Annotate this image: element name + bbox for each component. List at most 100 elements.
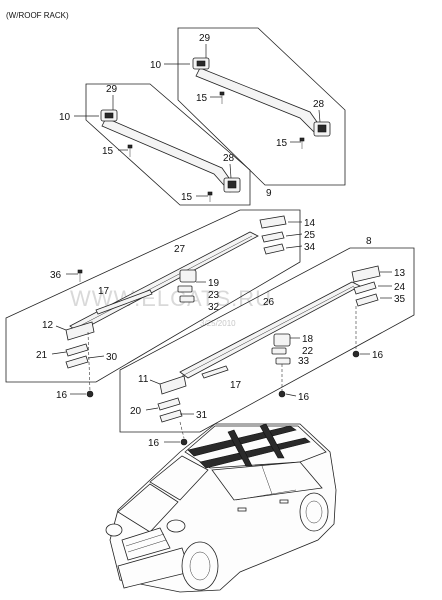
end-cap-11 [159,375,187,395]
crossbar-assembly-lower [74,83,251,206]
pad-22 [271,347,287,355]
side-rail-assembly-8 [119,247,415,446]
dash-line-9 [87,331,91,393]
clip-16d [180,438,188,446]
callout-36: 36 [50,270,62,281]
callout-16b: 16 [372,350,384,361]
callout-10a: 10 [150,60,162,71]
leader-28b [229,163,232,179]
foot-rear-lower-clamp [227,180,237,189]
leader-12 [55,325,67,331]
watermark-date: 3/25/2010 [200,319,236,328]
callout-10b: 10 [59,112,71,123]
side-rail-box-9 [5,209,301,383]
crossbar-assembly-upper [164,27,346,186]
side-rail-bar-8-edge [181,285,355,377]
end-cap-14 [259,215,287,229]
dash-line-8b [179,421,185,439]
leader-34 [285,245,303,249]
leader-16c [285,393,297,397]
suv-headlight-left [105,523,123,537]
callout-15d: 15 [181,192,193,203]
callout-13: 13 [394,268,406,279]
pad-32 [179,295,195,303]
foot-front-upper-clamp [196,60,206,67]
suv-roof-rail-right [199,437,311,469]
callout-26: 26 [263,297,275,308]
side-rail-assembly-9 [5,209,303,398]
leader-30 [87,355,105,359]
callout-29b: 29 [106,84,118,95]
suv-front-hubcap [189,551,211,581]
suv-door-handle [279,499,289,504]
suv-crossbar-rear [259,423,285,459]
callout-16a: 16 [56,390,68,401]
bolt-icon [299,137,305,149]
pad-31 [159,409,183,423]
callout-18: 18 [302,334,314,345]
callout-11: 11 [138,374,149,385]
diagram-title: (W/ROOF RACK) [6,11,69,20]
suv-front-wheel [181,541,219,591]
callout-35: 35 [394,294,406,305]
rail-support-18 [273,333,291,347]
callout-12: 12 [42,320,54,331]
leader-28a [318,109,321,123]
suv-grille-slat [125,533,165,547]
pad-24 [353,281,377,295]
callout-16c: 16 [298,392,310,403]
callout-17a: 17 [98,286,110,297]
callout-15a: 15 [196,93,208,104]
suv-rear-hubcap [305,500,323,524]
callout-22: 22 [302,346,314,357]
side-rail-bar-9-edge [71,235,253,331]
suv-door-line [235,489,297,501]
callout-29a: 29 [199,33,211,44]
suv-grille-slat [127,539,167,553]
callout-30: 30 [106,352,118,363]
rail-support-19 [179,269,197,283]
callout-32: 32 [208,302,220,313]
crossbar-bar-lower [101,117,237,193]
callout-25: 25 [304,230,316,241]
crossbar-bar-upper [195,67,325,137]
molding-17a [95,289,153,315]
clip-16c [278,390,286,398]
callout-31: 31 [196,410,208,421]
callout-23: 23 [208,290,220,301]
pad-20 [157,397,181,411]
pad-23 [177,285,193,293]
pad-34 [263,243,285,255]
end-cap-12 [65,321,95,341]
screw-36 [77,269,83,274]
leader-20 [145,407,159,411]
pad-30 [65,355,89,369]
callout-9: 9 [266,188,272,199]
callout-17b: 17 [230,380,242,391]
callout-14: 14 [304,218,316,229]
callout-8: 8 [366,236,372,247]
foot-rear-upper-clamp [317,124,327,133]
bolt-icon [127,144,133,157]
callout-15b: 15 [276,138,288,149]
crossbar-box-lower [85,83,251,206]
pad-25 [261,231,285,243]
suv-rear-wheel [299,492,329,532]
suv-windshield [149,455,209,501]
pad-35 [355,293,379,307]
callout-28b: 28 [223,153,235,164]
pad-33 [275,357,291,365]
clip-16a [86,390,94,398]
callout-16d: 16 [148,438,160,449]
bolt-icon [207,191,213,202]
suv-hood [117,483,179,533]
molding-17b [201,365,229,379]
callout-24: 24 [394,282,406,293]
callout-28a: 28 [313,99,325,110]
callout-34: 34 [304,242,316,253]
bolt-icon [219,91,225,104]
suv-door-handle [237,507,247,512]
suv-headlight-right [166,519,186,533]
side-rail-box-8 [119,247,415,433]
